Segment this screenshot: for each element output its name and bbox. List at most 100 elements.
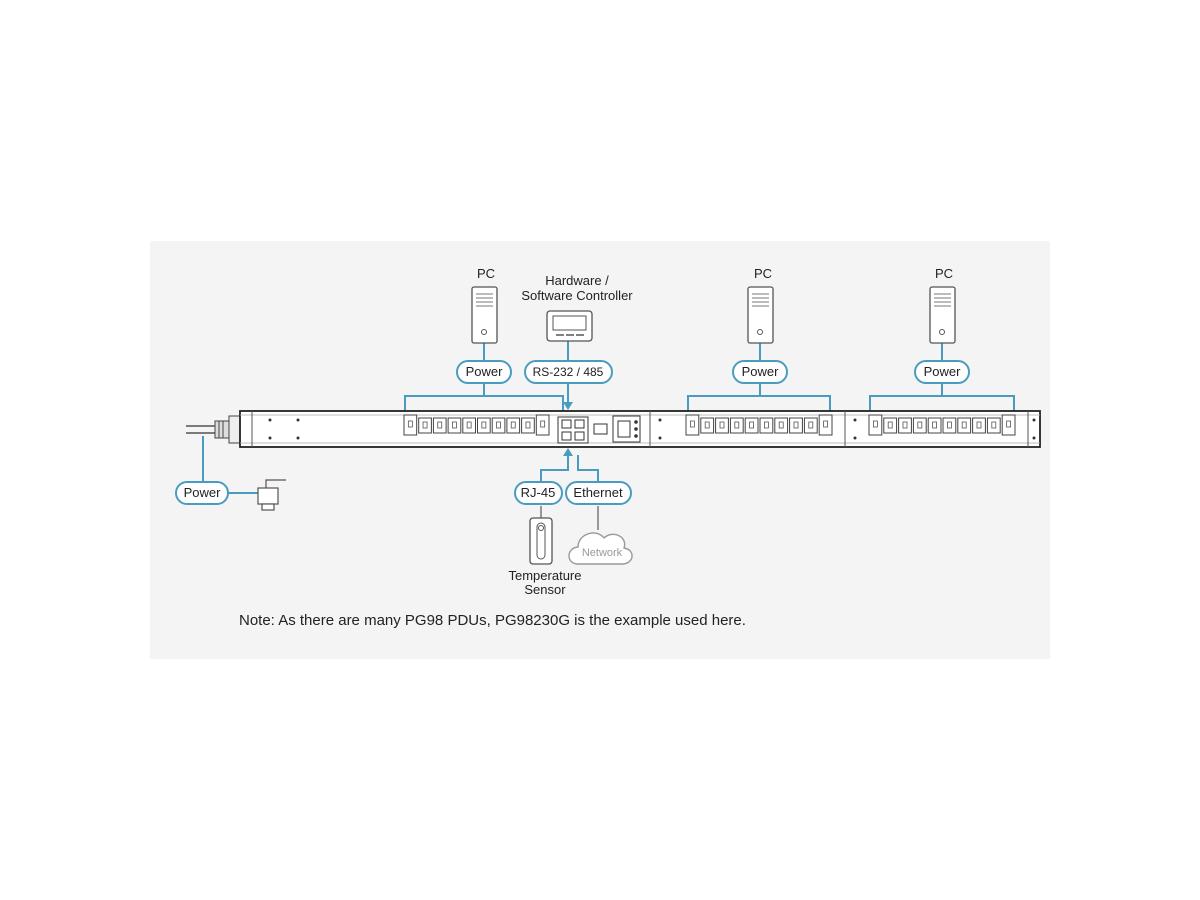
pc-1-icon [471, 286, 498, 344]
outlet-slot [452, 421, 457, 429]
outlet-slot [734, 421, 740, 429]
network-cloud-label: Network [582, 547, 623, 559]
outlet-slot [976, 421, 982, 429]
outlet-receptacle [729, 417, 744, 434]
temperature-sensor-icon [529, 517, 553, 565]
outlet-slot [719, 421, 725, 429]
outlet-receptacle [759, 417, 774, 434]
pc-2-icon [747, 286, 774, 344]
pc-3-icon [929, 286, 956, 344]
outlet-receptacle [506, 417, 521, 434]
outlet-receptacle [972, 417, 986, 434]
outlet-slot [902, 421, 908, 429]
ethernet-pill-label: Ethernet [573, 485, 623, 500]
outlet-receptacle [986, 417, 1001, 434]
outlet-receptacle [789, 417, 803, 434]
rs232-pill: RS-232 / 485 [524, 360, 613, 384]
power-cable-icon [186, 415, 241, 444]
outlet-slot [917, 421, 923, 429]
outlet-slot [407, 420, 413, 428]
outlet-slot [525, 421, 531, 429]
outlet-slot [823, 420, 828, 428]
controller-label-line1: Hardware / [545, 273, 609, 288]
outlet-receptacle [700, 417, 715, 434]
outlet-slot [932, 421, 937, 429]
outlet-receptacle [912, 417, 927, 434]
controller-label-line2: Software Controller [521, 288, 633, 303]
outlet-slot [873, 420, 878, 428]
sensor-label-line2: Sensor [524, 582, 566, 597]
outlet-slot [991, 421, 997, 429]
ethernet-link [577, 455, 599, 482]
outlet-receptacle [403, 414, 418, 436]
outlet-bank-1-bracket [404, 395, 564, 412]
diagram-panel [150, 241, 1050, 659]
pc-2-label: PC [754, 266, 772, 281]
outlet-receptacle [868, 414, 883, 436]
rs232-arrow [563, 402, 573, 410]
sensor-label-line1: Temperature [509, 568, 582, 583]
ethernet-pill: Ethernet [565, 481, 632, 505]
outlet-slot [496, 421, 501, 429]
outlet-receptacle [803, 417, 818, 434]
outlet-slot [749, 421, 754, 429]
outlet-slot [793, 421, 799, 429]
outlet-receptacle [535, 414, 550, 436]
pdu-unit [239, 410, 1041, 448]
network-cloud-icon: Network [568, 532, 633, 565]
outlet-receptacle [898, 417, 912, 434]
outlet-receptacle [491, 417, 506, 434]
pc-1-label: PC [477, 266, 495, 281]
outlet-receptacle [715, 417, 729, 434]
rj45-pill: RJ-45 [514, 481, 563, 505]
power-pill-1-label: Power [466, 364, 504, 379]
outlet-banks [403, 414, 1016, 436]
rj45-arrow [563, 448, 573, 456]
rj45-link [540, 455, 569, 482]
outlet-slot [422, 421, 428, 429]
rs232-pill-label: RS-232 / 485 [533, 365, 604, 379]
power-input-pill: Power [175, 481, 229, 505]
outlet-bank-3-bracket [869, 395, 1015, 412]
outlet-receptacle [818, 414, 833, 436]
outlet-slot [540, 420, 546, 428]
outlet-slot [1006, 420, 1011, 428]
power-pill-2: Power [732, 360, 788, 384]
outlet-receptacle [521, 417, 535, 434]
outlet-receptacle [942, 417, 957, 434]
outlet-slot [764, 421, 769, 429]
outlet-slot [466, 421, 472, 429]
outlet-receptacle [927, 417, 942, 434]
outlet-receptacle [1001, 414, 1016, 436]
power-pill-3: Power [914, 360, 970, 384]
outlet-slot [961, 421, 967, 429]
outlet-slot [481, 421, 487, 429]
outlet-receptacle [774, 417, 789, 434]
pc-3-label: PC [935, 266, 953, 281]
outlet-bank-2-bracket [687, 395, 831, 412]
outlet-slot [690, 420, 695, 428]
outlet-slot [778, 421, 784, 429]
outlet-slot [704, 421, 710, 429]
footnote: Note: As there are many PG98 PDUs, PG982… [239, 612, 746, 629]
controller-monitor-icon [546, 310, 593, 342]
outlet-receptacle [744, 417, 759, 434]
outlet-slot [947, 421, 952, 429]
power-input-pill-label: Power [184, 485, 222, 500]
power-pill-1: Power [456, 360, 512, 384]
outlet-slot [510, 421, 516, 429]
power-pill-2-label: Power [742, 364, 780, 379]
power-pill-3-label: Power [924, 364, 962, 379]
outlet-receptacle [418, 417, 432, 434]
rj45-pill-label: RJ-45 [521, 485, 556, 500]
outlet-slot [437, 421, 443, 429]
outlet-slot [808, 421, 814, 429]
outlet-receptacle [957, 417, 972, 434]
outlet-receptacle [432, 417, 447, 434]
power-outlet-plug-icon [257, 479, 286, 511]
outlet-slot [887, 421, 893, 429]
outlet-receptacle [477, 417, 491, 434]
outlet-receptacle [883, 417, 898, 434]
outlet-receptacle [685, 414, 700, 436]
